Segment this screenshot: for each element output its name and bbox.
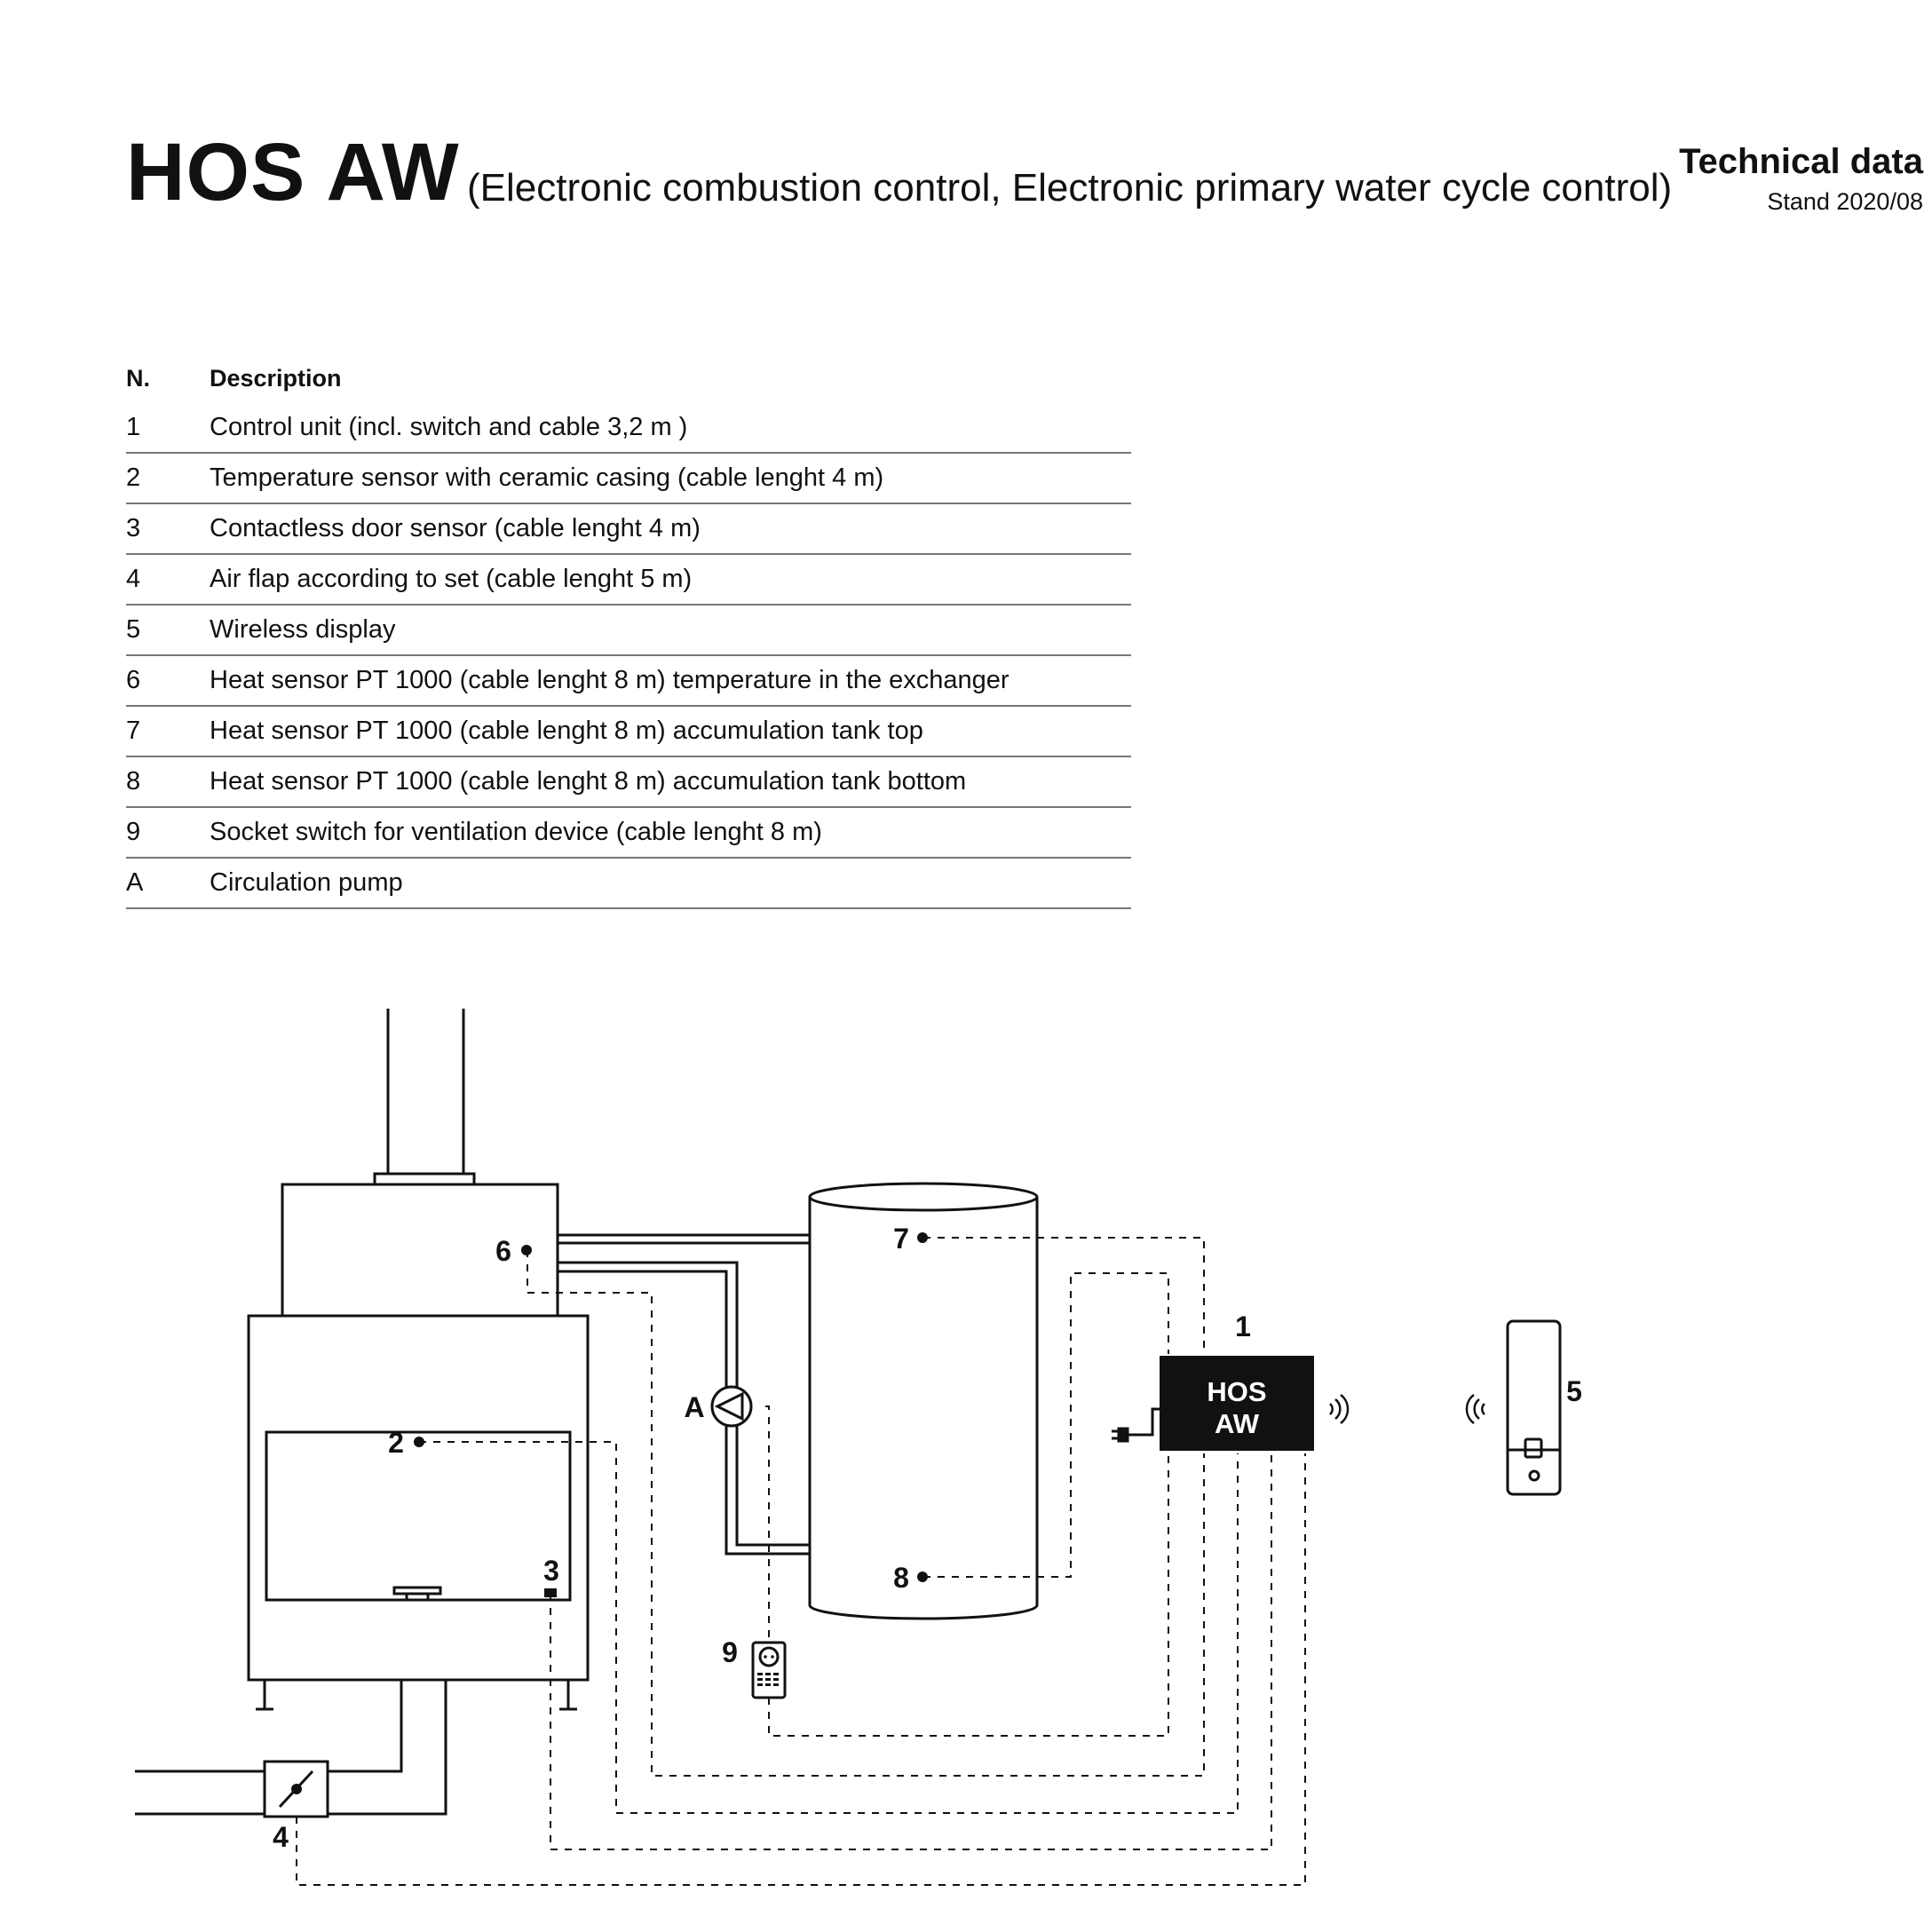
sensor-8-dot [917, 1572, 928, 1582]
sensor-cables [296, 1237, 1306, 1886]
control-unit [1160, 1356, 1314, 1451]
legend-description: Contactless door sensor (cable lenght 4 … [210, 503, 1131, 555]
legend-description: Wireless display [210, 605, 1131, 656]
control-unit-label-line1: HOS [1207, 1376, 1266, 1407]
air-flap-pivot [291, 1784, 302, 1794]
page-title: HOS AW [126, 127, 460, 218]
legend-description: Heat sensor PT 1000 (cable lenght 8 m) a… [210, 706, 1131, 757]
legend-description: Heat sensor PT 1000 (cable lenght 8 m) a… [210, 756, 1131, 808]
label-3: 3 [543, 1555, 559, 1587]
wireless-signal-icon [1329, 1394, 1350, 1424]
legend-number: A [126, 858, 210, 909]
document-type: Technical data [1679, 142, 1923, 181]
label-A: A [684, 1391, 704, 1423]
wireless-receive-icon [1465, 1394, 1485, 1424]
sensor-7-dot [917, 1232, 928, 1243]
legend-header-number: N. [126, 364, 150, 392]
legend-number: 5 [126, 605, 210, 656]
cable-sensor-8 [923, 1272, 1169, 1578]
legend-description: Socket switch for ventilation device (ca… [210, 807, 1131, 859]
legend-description: Heat sensor PT 1000 (cable lenght 8 m) t… [210, 655, 1131, 707]
label-6: 6 [495, 1235, 511, 1267]
cable-sensor-3 [550, 1453, 1272, 1850]
heat-exchanger-box [281, 1183, 559, 1318]
socket-keypad [757, 1655, 779, 1686]
sensor-points [291, 1232, 928, 1794]
air-duct [135, 1680, 447, 1816]
page-subtitle: (Electronic combustion control, Electron… [467, 166, 1673, 210]
legend-number: 1 [126, 403, 210, 454]
label-7: 7 [893, 1223, 909, 1255]
legend-number: 3 [126, 503, 210, 555]
cable-sensor-2 [419, 1441, 1239, 1814]
legend-number: 9 [126, 807, 210, 859]
cable-sensor-6 [527, 1250, 1205, 1777]
legend-description: Control unit (incl. switch and cable 3,2… [210, 403, 1131, 454]
label-1: 1 [1235, 1310, 1251, 1342]
sensor-3-mark [544, 1588, 557, 1597]
label-2: 2 [388, 1427, 404, 1459]
power-plug-icon [1112, 1407, 1161, 1443]
circulation-pump-icon [710, 1385, 753, 1428]
document-date: Stand 2020/08 [1767, 188, 1923, 215]
label-5: 5 [1566, 1375, 1582, 1407]
chimney-flue [373, 1009, 476, 1186]
cable-air-flap-4 [296, 1453, 1306, 1886]
legend-number: 8 [126, 756, 210, 808]
legend-number: 6 [126, 655, 210, 707]
legend-number: 2 [126, 453, 210, 504]
socket-switch-icon [751, 1641, 787, 1699]
legend-number: 4 [126, 554, 210, 606]
legend-header-row: N. Description [126, 353, 1131, 403]
control-unit-label-line2: AW [1215, 1408, 1260, 1439]
sensor-6-dot [521, 1245, 532, 1255]
legend-header-description: Description [210, 364, 342, 392]
label-9: 9 [722, 1636, 738, 1668]
label-8: 8 [893, 1562, 909, 1594]
legend-description: Temperature sensor with ceramic casing (… [210, 453, 1131, 504]
label-4: 4 [273, 1821, 289, 1853]
accumulation-tank [808, 1182, 1039, 1620]
cable-socket-9-return [768, 1453, 1169, 1737]
fireplace-body [247, 1314, 590, 1711]
legend-description: Air flap according to set (cable lenght … [210, 554, 1131, 606]
cable-socket-9 [765, 1405, 770, 1643]
cable-sensor-7 [923, 1237, 1205, 1354]
sensor-2-dot [414, 1437, 424, 1447]
legend-number: 7 [126, 706, 210, 757]
wireless-display-icon [1506, 1319, 1562, 1496]
legend-description: Circulation pump [210, 858, 1131, 909]
